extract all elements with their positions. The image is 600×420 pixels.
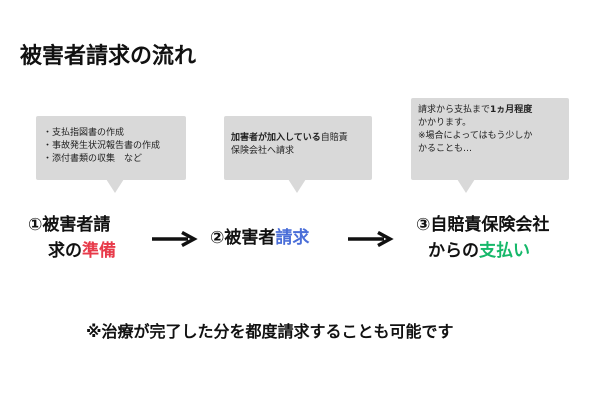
step-text-part: 求の <box>48 241 82 261</box>
step-text: からの支払い <box>416 238 549 264</box>
speech-bubble-request: 加害者が加入している自賠責 保険会社へ請求 <box>224 116 372 193</box>
bubble-text: かることも… <box>418 144 473 154</box>
bubble-item: 添付書類の収集 など <box>43 153 179 166</box>
bubble-text: 加害者が加入している自賠責 <box>231 132 365 145</box>
bubble-item: 支払指図書の作成 <box>43 127 179 140</box>
speech-bubble-payment: 請求から支払まで1ヵ月程度 かかります。 ※場合によってはもう少しか かることも… <box>411 98 569 193</box>
step-3-label: ③自賠責保険会社 からの支払い <box>416 212 549 264</box>
bubble-item: 事故発生状況報告書の作成 <box>43 140 179 153</box>
bubble-text-part: 自賠責 <box>320 133 348 143</box>
bubble-tail <box>106 179 124 193</box>
step-text-part: ②被害者 <box>210 228 276 248</box>
bubble-text: ※場合によってはもう少しか <box>418 131 533 141</box>
page-title: 被害者請求の流れ <box>20 44 197 69</box>
arrow-right-icon <box>348 231 394 247</box>
bubble-tail <box>288 179 306 193</box>
bubble-bold-text: 1ヵ月程度 <box>490 105 533 115</box>
bubble-text: 請求から支払まで1ヵ月程度 <box>418 104 562 117</box>
arrow-right-icon <box>152 231 198 247</box>
bubble-text: 保険会社へ請求 <box>231 146 295 156</box>
step-highlight: 請求 <box>275 228 310 248</box>
bubble-text-part: 請求から支払まで <box>418 105 491 115</box>
step-highlight: 支払い <box>479 241 530 261</box>
bubble-tail <box>457 179 475 193</box>
step-text: 求の準備 <box>28 238 116 264</box>
speech-bubble-preparation: 支払指図書の作成 事故発生状況報告書の作成 添付書類の収集 など <box>36 116 186 193</box>
bubble-bold-text: 加害者が加入している <box>231 133 321 143</box>
step-text-part: からの <box>428 241 479 261</box>
step-1-label: ①被害者請 求の準備 <box>28 212 116 264</box>
step-text: ①被害者請 <box>28 215 111 235</box>
footnote: ※治療が完了した分を都度請求することも可能です <box>86 322 454 341</box>
bubble-text: かかります。 <box>418 118 472 128</box>
step-highlight: 準備 <box>82 241 116 261</box>
step-2-label: ②被害者請求 <box>210 225 309 251</box>
step-text: ③自賠責保険会社 <box>416 215 550 235</box>
